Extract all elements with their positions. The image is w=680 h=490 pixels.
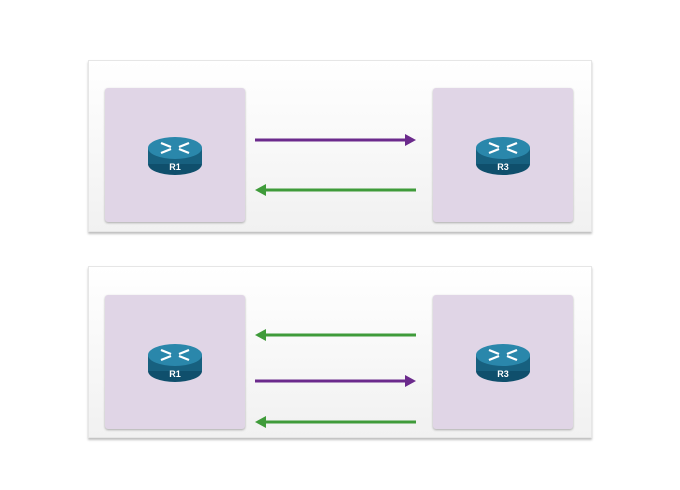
diagram-panel-2: R1 R3 [88,266,592,438]
arrow-r1-to-r3 [255,375,416,387]
svg-text:R3: R3 [497,162,509,172]
svg-text:R1: R1 [169,162,181,172]
arrow-r1-to-r3 [255,134,416,146]
r3-device-box: R3 [433,295,573,429]
router-icon: R3 [476,344,530,382]
arrow-r3-to-r1 [255,416,416,428]
router-icon: R3 [476,137,530,175]
arrow-r3-to-r1 [255,329,416,341]
router-icon: R1 [148,137,202,175]
arrow-r3-to-r1 [255,184,416,196]
diagram-panel-1: R1 R3 [88,60,592,232]
svg-text:R3: R3 [497,369,509,379]
r1-device-box: R1 [105,88,245,222]
r1-device-box: R1 [105,295,245,429]
svg-text:R1: R1 [169,369,181,379]
r3-device-box: R3 [433,88,573,222]
router-icon: R1 [148,344,202,382]
